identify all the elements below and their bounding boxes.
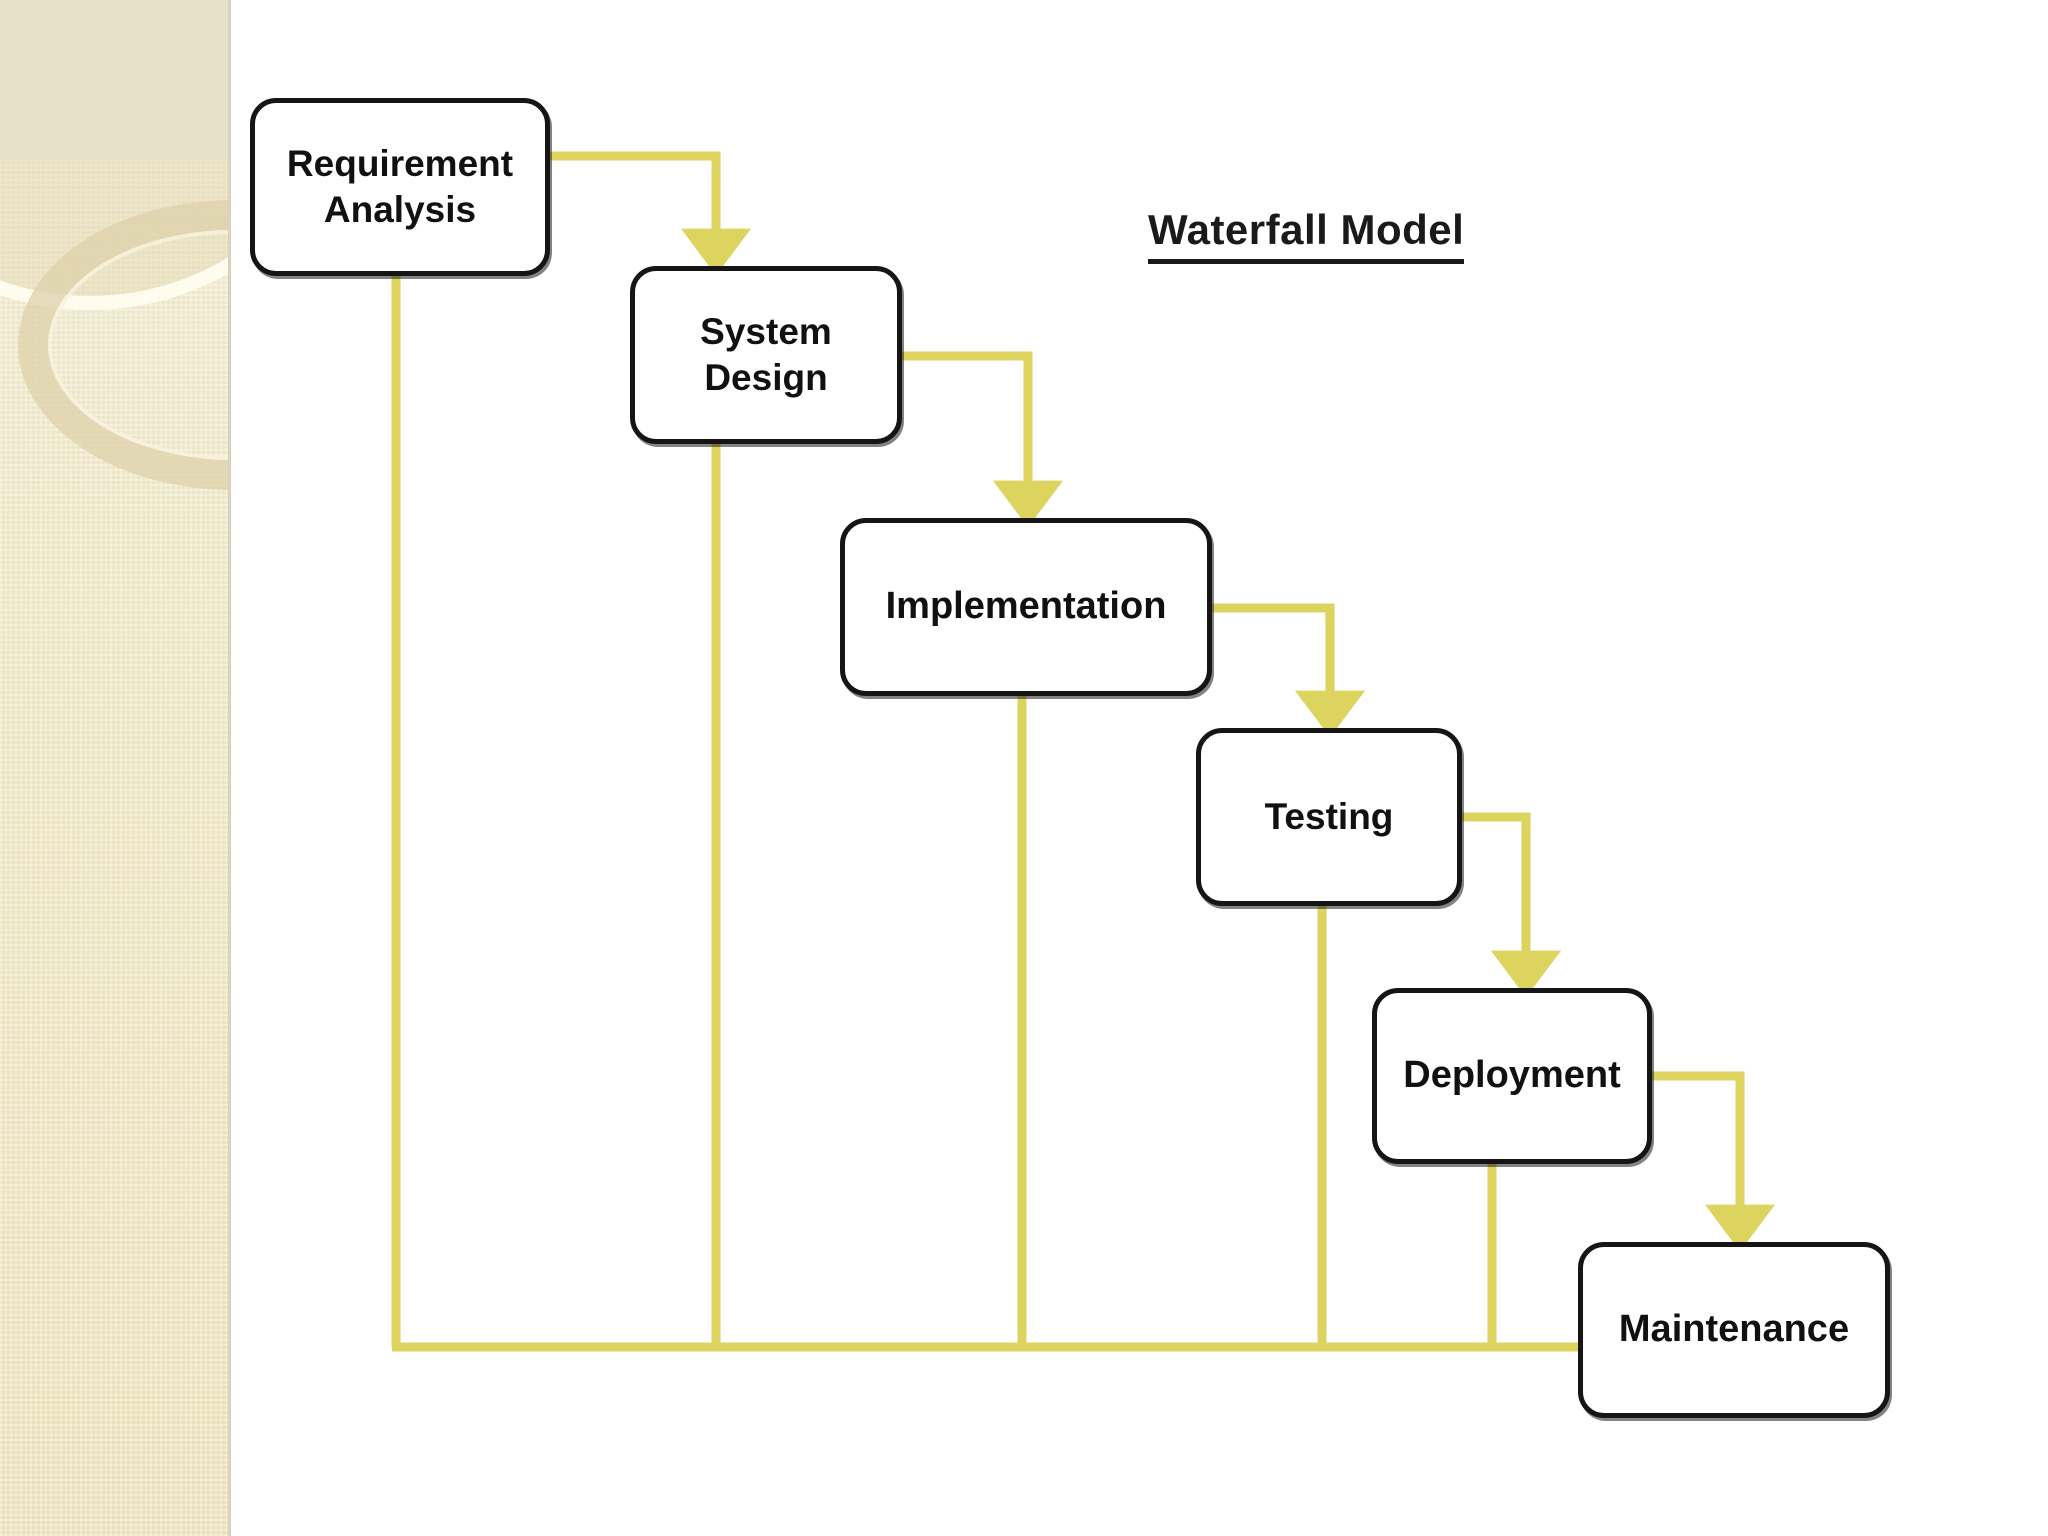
phase-label: Deployment [1403, 1054, 1621, 1097]
phase-box-system-design[interactable]: System Design [630, 266, 902, 444]
phase-label: Implementation [885, 585, 1167, 628]
phase-box-testing[interactable]: Testing [1196, 728, 1462, 906]
phase-box-requirement-analysis[interactable]: Requirement Analysis [250, 98, 550, 276]
phase-label: System Design [700, 310, 832, 398]
page-title: Waterfall Model [1148, 206, 1465, 264]
phase-box-implementation[interactable]: Implementation [840, 518, 1212, 696]
phase-box-maintenance[interactable]: Maintenance [1578, 1242, 1890, 1418]
phase-label: Requirement Analysis [286, 142, 514, 230]
phase-label: Maintenance [1618, 1308, 1850, 1351]
phase-box-deployment[interactable]: Deployment [1372, 988, 1652, 1164]
sidebar-divider [228, 0, 231, 1536]
template-sidebar-decoration [0, 0, 228, 1536]
phase-label: Testing [1264, 795, 1394, 837]
